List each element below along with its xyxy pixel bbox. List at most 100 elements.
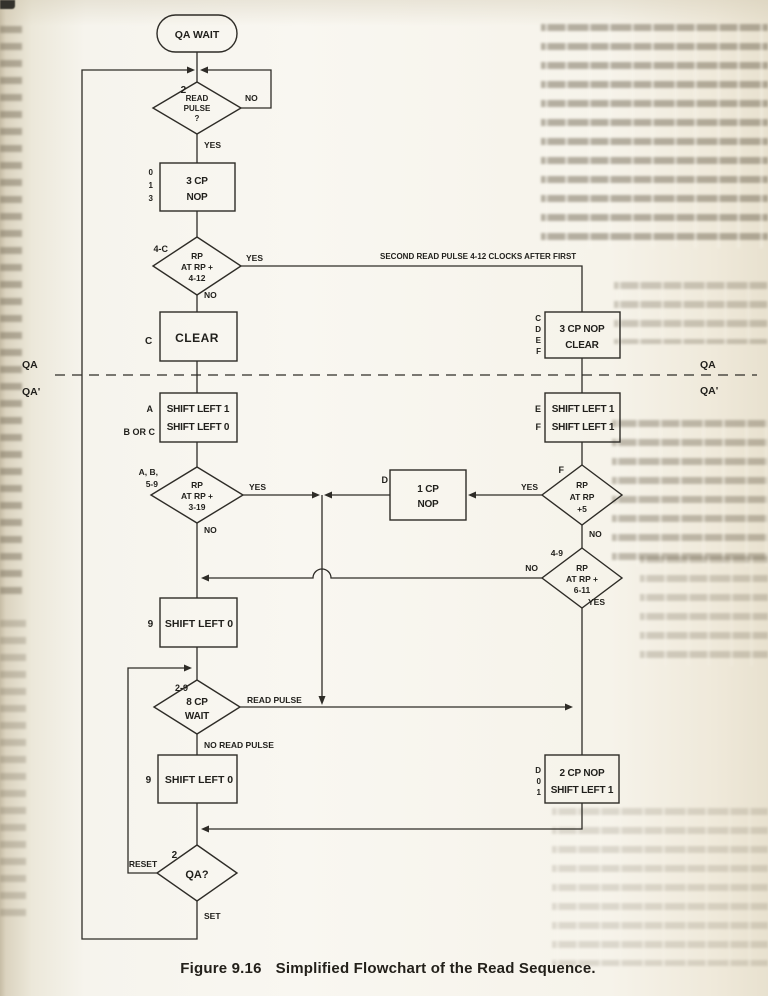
node-label: ? — [195, 114, 200, 123]
edge-no-loop — [205, 69, 272, 109]
state-label: C — [535, 314, 541, 323]
process-box — [159, 597, 238, 648]
node-label: SHIFT LEFT 1 — [552, 422, 615, 433]
branch-no-label: NO — [204, 290, 217, 300]
process-box — [389, 469, 467, 521]
state-label: 2 — [181, 85, 187, 96]
edge-412-yes-right — [241, 265, 583, 312]
node-label: AT RP + — [181, 262, 213, 272]
qa-region-labels: QA QA' QA QA' — [22, 359, 718, 398]
node-label: SHIFT LEFT 1 — [167, 404, 230, 415]
node-label: 1 CP — [417, 484, 439, 495]
state-label: 3 — [149, 194, 154, 203]
node-label: NOP — [417, 499, 439, 510]
node-label: +5 — [577, 504, 587, 514]
node-label: 8 CP — [186, 697, 208, 708]
node-clear: CLEAR C — [145, 311, 238, 362]
process-box — [159, 392, 238, 443]
branch-no-label: NO — [589, 529, 602, 539]
arrowhead-feedback-junction — [187, 66, 195, 74]
state-label: D — [535, 325, 541, 334]
state-label: 9 — [148, 619, 154, 630]
node-label: WAIT — [185, 711, 209, 722]
arrowhead-2cp-out — [201, 825, 209, 833]
state-label: 0 — [537, 777, 542, 786]
arrowhead-mid-down — [318, 696, 326, 705]
node-label: 2 CP NOP — [560, 768, 605, 779]
node-shift-left-ef: SHIFT LEFT 1 SHIFT LEFT 1 E F — [535, 392, 621, 443]
arrowhead-noloop-junction — [200, 66, 208, 74]
decision-diamond — [151, 236, 243, 296]
node-rp-3-19: RP AT RP + 3-19 A, B, 5-9 YES NO — [139, 466, 266, 535]
edge-611-no-left-hop — [206, 568, 542, 579]
node-label: PULSE — [184, 104, 211, 113]
node-label: AT RP + — [181, 491, 213, 501]
qa-prime-label-left: QA' — [22, 386, 40, 398]
flow-edges — [55, 52, 757, 940]
process-box — [544, 311, 621, 359]
state-label: D — [535, 766, 541, 775]
state-label: D — [382, 475, 389, 485]
state-label: B OR C — [124, 427, 156, 437]
node-shift-left-9a: SHIFT LEFT 0 9 — [148, 597, 238, 648]
branch-no-read-pulse-label: NO READ PULSE — [204, 740, 274, 750]
state-label: C — [145, 336, 152, 347]
node-rp-4-12: RP AT RP + 4-12 4-C YES NO SECOND READ P… — [151, 236, 576, 300]
decision-diamond — [152, 679, 242, 735]
node-label: CLEAR — [175, 331, 219, 345]
node-shift-left-a: SHIFT LEFT 1 SHIFT LEFT 0 A B OR C — [124, 392, 238, 443]
node-3cp-nop-clear: 3 CP NOP CLEAR C D E F — [535, 311, 621, 359]
node-label: SHIFT LEFT 1 — [551, 785, 614, 796]
state-label: E — [536, 336, 542, 345]
node-label: CLEAR — [565, 340, 599, 351]
process-box — [544, 754, 620, 804]
branch-read-pulse-label: READ PULSE — [247, 695, 302, 705]
decision-diamond — [540, 464, 624, 526]
node-label: AT RP — [570, 492, 595, 502]
branch-yes-label: YES — [521, 482, 538, 492]
arrowhead-reset-junction — [184, 664, 192, 672]
branch-reset-label: RESET — [129, 859, 158, 869]
node-qa-test: QA? 2 RESET SET — [129, 844, 239, 921]
process-box — [544, 392, 621, 443]
branch-set-label: SET — [204, 911, 221, 921]
node-label: QA? — [185, 869, 209, 881]
node-rp-5: RP AT RP +5 F YES NO — [521, 464, 624, 539]
node-2cp-nop: 2 CP NOP SHIFT LEFT 1 D 0 1 — [535, 754, 620, 804]
node-label: SHIFT LEFT 0 — [165, 618, 233, 630]
node-label: RP — [576, 480, 588, 490]
process-box — [159, 311, 238, 362]
state-label: 1 — [537, 788, 542, 797]
node-label: SHIFT LEFT 0 — [167, 422, 230, 433]
node-label: READ — [186, 94, 209, 103]
edge-2cp-out-left — [206, 803, 583, 830]
state-label: A, B, — [139, 467, 158, 477]
node-label: 4-12 — [188, 273, 205, 283]
state-label: 1 — [149, 181, 154, 190]
arrowhead-319-yes — [312, 491, 320, 499]
node-read-pulse: READ PULSE ? 2 NO YES — [151, 81, 258, 150]
qa-label-right: QA — [700, 359, 716, 371]
decision-diamond — [540, 547, 624, 609]
branch-yes-label: YES — [204, 140, 221, 150]
state-label: F — [559, 465, 565, 475]
decision-diamond — [155, 844, 239, 902]
arrowhead-5-yes — [468, 491, 476, 499]
node-3cp-nop: 3 CP NOP 0 1 3 — [149, 162, 236, 212]
qa-prime-label-right: QA' — [700, 385, 718, 397]
process-box — [159, 162, 236, 212]
branch-no-label: NO — [525, 563, 538, 573]
node-label: 3-19 — [188, 502, 205, 512]
state-label: 9 — [146, 775, 152, 786]
node-label: RP — [191, 251, 203, 261]
arrowhead-read-pulse — [565, 703, 573, 711]
node-label: AT RP + — [566, 574, 598, 584]
process-box — [157, 754, 238, 804]
node-label: 3 CP NOP — [560, 324, 605, 335]
state-label: 5-9 — [146, 479, 159, 489]
arrowhead-611-no — [201, 574, 209, 582]
state-label: F — [536, 422, 542, 432]
edge-annotation: SECOND READ PULSE 4-12 CLOCKS AFTER FIRS… — [380, 252, 576, 261]
state-label: 4-9 — [551, 548, 564, 558]
